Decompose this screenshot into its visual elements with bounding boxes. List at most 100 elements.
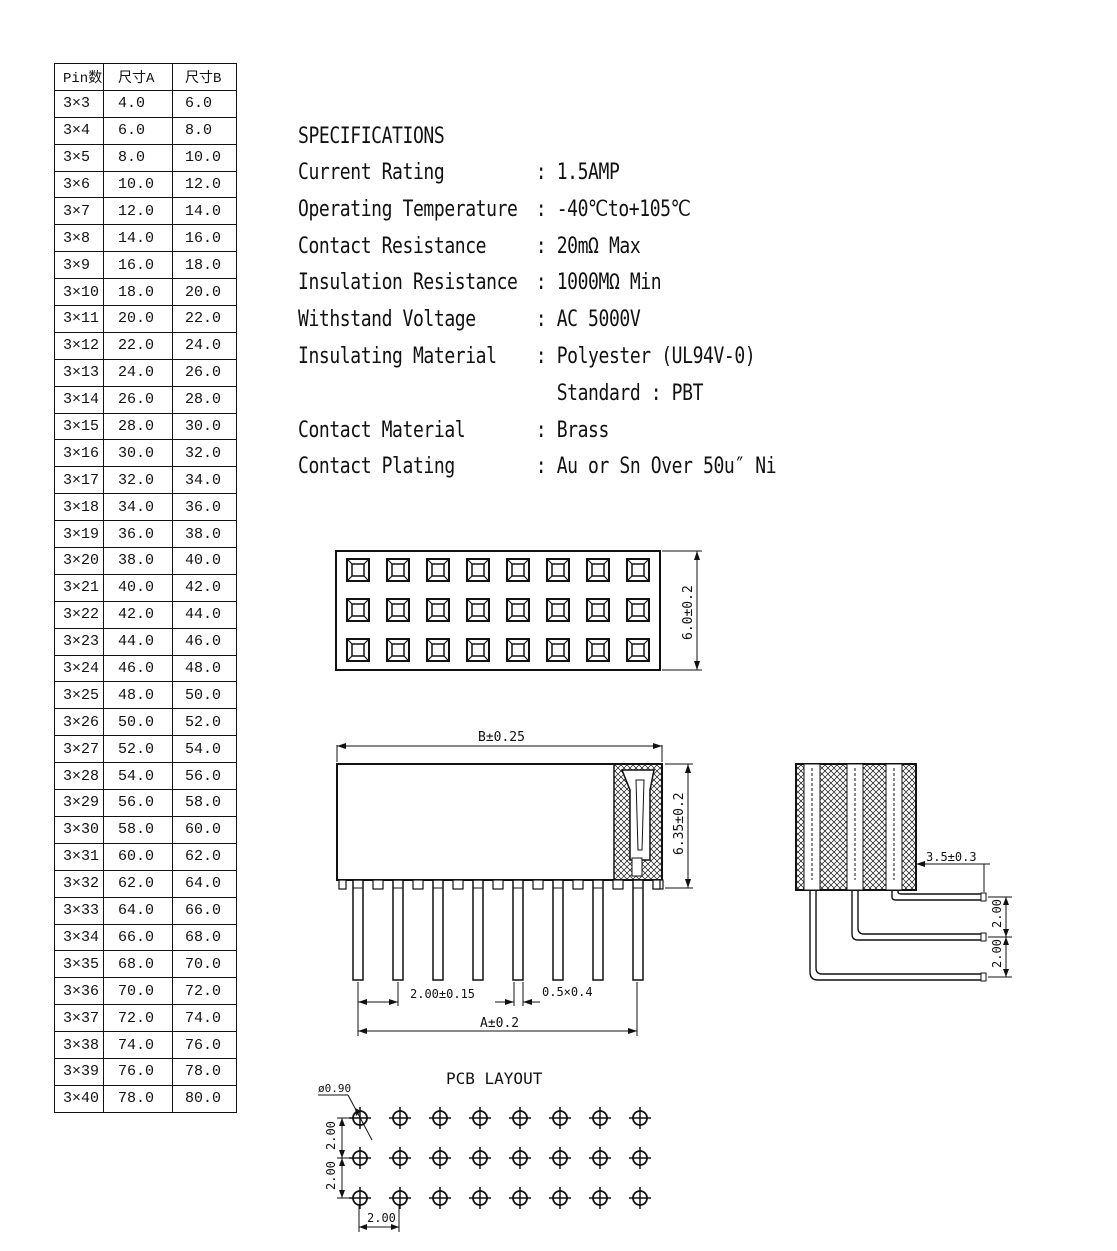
cell-size-b: 28.0 <box>172 385 237 414</box>
standoff <box>652 879 661 890</box>
cell-size-a: 28.0 <box>103 412 173 441</box>
pcb-hole <box>629 1147 651 1169</box>
cell-size-a: 10.0 <box>103 170 173 199</box>
pcb-hole <box>469 1187 491 1209</box>
contact-cell <box>626 558 650 582</box>
spec-value: : Polyester (UL94V-0) <box>535 343 756 369</box>
cell-size-b: 66.0 <box>172 896 237 925</box>
standoff <box>372 879 384 890</box>
cell-size-a: 70.0 <box>103 977 173 1006</box>
pcb-hole <box>429 1107 451 1129</box>
cell-bevel <box>346 558 370 582</box>
contact-cell <box>386 558 410 582</box>
cell-size-b: 80.0 <box>172 1084 237 1113</box>
cell-pin-count: 3×34 <box>54 923 104 952</box>
cell-pin-count: 3×13 <box>54 358 104 387</box>
cell-bevel <box>386 638 410 662</box>
cell-pin-count: 3×38 <box>54 1031 104 1059</box>
cell-size-b: 64.0 <box>172 869 237 898</box>
cell-pin-count: 3×5 <box>54 143 104 172</box>
pcb-hole <box>389 1147 411 1169</box>
cell-inner <box>511 643 525 657</box>
dim-side-pitch-1: 2.00 <box>990 899 1004 928</box>
cell-inner <box>391 603 405 617</box>
cell-size-b: 8.0 <box>172 116 237 145</box>
contact-cell <box>426 638 450 662</box>
cell-size-b: 72.0 <box>172 977 237 1006</box>
pcb-hole <box>549 1147 571 1169</box>
cell-size-b: 32.0 <box>172 439 237 468</box>
cell-pin-count: 3×7 <box>54 197 104 226</box>
pcb-hole <box>469 1147 491 1169</box>
pin <box>552 879 564 981</box>
spec-row: Contact Resistance: 20mΩ Max <box>298 229 776 266</box>
side-view: 3.5±0.3 2.00 2.00 <box>795 763 1012 982</box>
spec-value: : 1000MΩ Min <box>535 270 662 296</box>
cell-size-b: 6.0 <box>172 89 237 118</box>
pcb-hole <box>469 1107 491 1129</box>
cell-pin-count: 3×14 <box>54 385 104 414</box>
spec-label: Contact Material <box>298 417 466 443</box>
cell-size-b: 76.0 <box>172 1031 237 1059</box>
cell-pin-count: 3×26 <box>54 708 104 737</box>
spec-label: Insulating Material <box>298 343 497 369</box>
cell-inner <box>391 643 405 657</box>
cell-bevel <box>386 558 410 582</box>
cell-size-b: 68.0 <box>172 923 237 952</box>
cell-size-a: 72.0 <box>103 1004 173 1033</box>
spec-row: Current Rating: 1.5AMP <box>298 155 776 192</box>
cell-bevel <box>506 638 530 662</box>
cell-size-b: 20.0 <box>172 278 237 307</box>
cell-pin-count: 3×10 <box>54 278 104 307</box>
cell-inner <box>551 603 565 617</box>
pin <box>592 879 604 981</box>
pcb-hole <box>549 1187 571 1209</box>
cell-size-b: 60.0 <box>172 815 237 844</box>
cell-size-a: 66.0 <box>103 923 173 952</box>
cell-inner <box>351 563 365 577</box>
cell-size-b: 30.0 <box>172 412 237 441</box>
cell-size-a: 60.0 <box>103 842 173 871</box>
table-header-row: Pin数 尺寸A 尺寸B <box>54 63 237 91</box>
cell-bevel <box>626 638 650 662</box>
cell-pin-count: 3×15 <box>54 412 104 441</box>
cell-size-b: 48.0 <box>172 654 237 683</box>
cell-size-a: 64.0 <box>103 896 173 925</box>
cell-bevel <box>426 558 450 582</box>
cell-size-a: 24.0 <box>103 358 173 387</box>
pcb-hole <box>429 1187 451 1209</box>
dim-side-tail: 3.5±0.3 <box>926 850 977 864</box>
pin <box>632 879 644 981</box>
pcb-pitch-vertical-2: 2.00 <box>324 1161 338 1190</box>
pcb-hole <box>589 1107 611 1129</box>
cell-size-b: 22.0 <box>172 305 237 333</box>
contact-cell <box>506 598 530 622</box>
cell-inner <box>471 603 485 617</box>
cell-size-a: 76.0 <box>103 1057 173 1086</box>
pin <box>472 879 484 981</box>
cell-pin-count: 3×16 <box>54 439 104 468</box>
cell-inner <box>351 603 365 617</box>
spec-value: : -40℃to+105℃ <box>535 196 691 222</box>
cell-pin-count: 3×17 <box>54 466 104 495</box>
cell-size-b: 18.0 <box>172 251 237 280</box>
